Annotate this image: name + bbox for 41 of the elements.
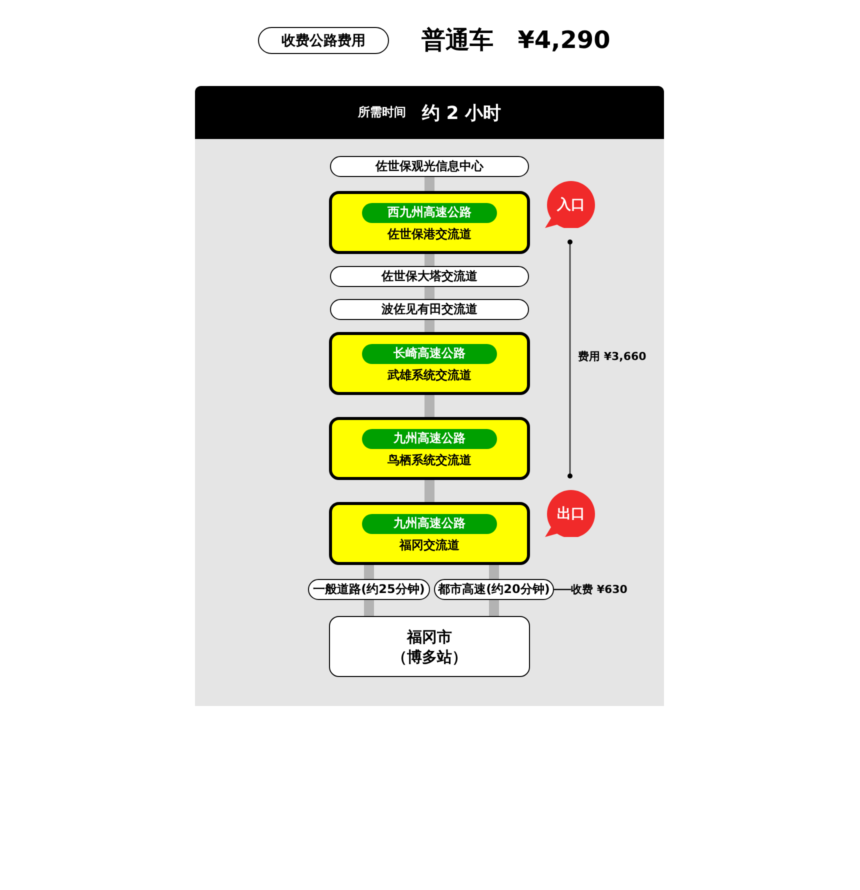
road-connector [364, 600, 374, 616]
toll-note: 收费 ¥630 [571, 579, 633, 600]
interchange-box [329, 417, 530, 480]
road-connector [424, 480, 434, 502]
road-connector [424, 320, 434, 332]
stop-pill: 佐世保大塔交流道 [330, 266, 529, 287]
route-panel [195, 86, 664, 706]
travel-time: 约 2 小时 [422, 102, 502, 124]
vehicle-type: 普通车 [420, 25, 494, 56]
stop-pill: 波佐见有田交流道 [330, 299, 529, 320]
interchange-name: 福冈交流道 [400, 536, 460, 554]
speech-bubble: 入口 [545, 181, 596, 228]
road-connector [364, 565, 374, 579]
leader-line [554, 588, 571, 590]
destination-name: （博多站） [392, 646, 467, 666]
interchange-box [329, 502, 530, 565]
road-name-pill: 西九州高速公路 [362, 202, 497, 222]
destination-box [329, 616, 530, 677]
road-connector [424, 177, 434, 191]
title-pill: 收费公路费用 [258, 27, 389, 54]
stop-pill: 一般道路(约25分钟) [308, 579, 430, 600]
fee-note: 费用 ¥3,660 [578, 349, 646, 365]
road-connector [489, 600, 499, 616]
road-connector [424, 254, 434, 266]
speech-bubble: 出口 [545, 490, 596, 537]
interchange-box [329, 332, 530, 395]
road-name-pill: 九州高速公路 [362, 514, 497, 534]
road-connector [424, 287, 434, 299]
road-connector [424, 395, 434, 417]
interchange-box [329, 191, 530, 254]
road-name-pill: 九州高速公路 [362, 428, 497, 448]
road-connector [489, 565, 499, 579]
total-toll: ¥4,290 [518, 25, 610, 56]
interchange-name: 佐世保港交流道 [388, 226, 472, 242]
road-name-pill: 长崎高速公路 [362, 344, 497, 364]
interchange-name: 鸟栖系统交流道 [388, 452, 472, 468]
stop-pill: 佐世保观光信息中心 [330, 156, 529, 177]
time-caption: 所需时间 [358, 104, 406, 121]
destination-name: 福冈市 [407, 626, 452, 646]
interchange-name: 武雄系统交流道 [388, 366, 472, 384]
stop-pill: 都市高速(约20分钟) [434, 579, 554, 600]
